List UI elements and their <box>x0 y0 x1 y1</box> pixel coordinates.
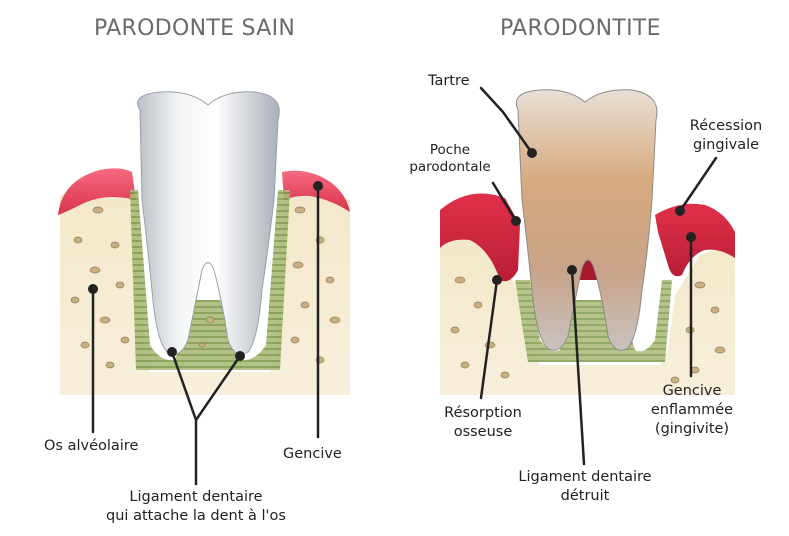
leader-lines <box>91 86 718 486</box>
label-poche-line2: parodontale <box>409 159 491 175</box>
label-tartre: Tartre <box>428 73 470 89</box>
gum-right <box>282 170 350 212</box>
label-resorption: Résorption osseuse <box>428 404 538 442</box>
gum-left <box>58 168 136 215</box>
leader-tartre <box>479 86 534 155</box>
title-periodontitis: PARODONTITE <box>500 16 661 41</box>
label-ligament-detruit: Ligament dentaire détruit <box>500 468 670 506</box>
label-gencive-enfl-line2: enflammée <box>650 402 734 418</box>
label-ligament-detruit-line2: détruit <box>560 488 610 504</box>
label-gencive: Gencive <box>283 446 342 462</box>
leader-resorption <box>479 278 499 400</box>
healthy-tooth <box>137 91 280 355</box>
label-gencive-enfl-line1: Gencive <box>662 383 722 399</box>
leader-poche <box>491 181 518 223</box>
resorbed-bone <box>440 238 735 395</box>
leader-recession <box>678 156 718 213</box>
label-resorption-line1: Résorption <box>444 405 522 421</box>
label-poche-line1: Poche <box>429 142 471 158</box>
label-resorption-line2: osseuse <box>453 424 513 440</box>
label-ligament-line2: qui attache la dent à l'os <box>106 508 286 524</box>
leader-ligament-detruit <box>570 268 586 466</box>
ligament-healthy <box>130 190 290 370</box>
ligament-destroyed <box>515 280 672 362</box>
label-recession: Récession gingivale <box>676 117 776 155</box>
label-ligament-detruit-line1: Ligament dentaire <box>518 469 652 485</box>
label-recession-line1: Récession <box>689 118 763 134</box>
label-gencive-enflammee: Gencive enflammée (gingivite) <box>634 382 750 439</box>
title-healthy: PARODONTE SAIN <box>94 16 296 41</box>
label-poche: Poche parodontale <box>400 142 500 176</box>
tartar-tooth <box>515 89 658 351</box>
inflamed-gum-left <box>440 193 520 282</box>
disease-illustration <box>440 89 735 395</box>
healthy-illustration <box>58 91 350 395</box>
label-ligament: Ligament dentaire qui attache la dent à … <box>80 488 312 526</box>
label-ligament-line1: Ligament dentaire <box>129 489 263 505</box>
label-recession-line2: gingivale <box>692 137 760 153</box>
label-gencive-enfl-line3: (gingivite) <box>654 421 730 437</box>
leader-dots <box>88 148 696 361</box>
label-os-alveolaire: Os alvéolaire <box>44 438 139 454</box>
